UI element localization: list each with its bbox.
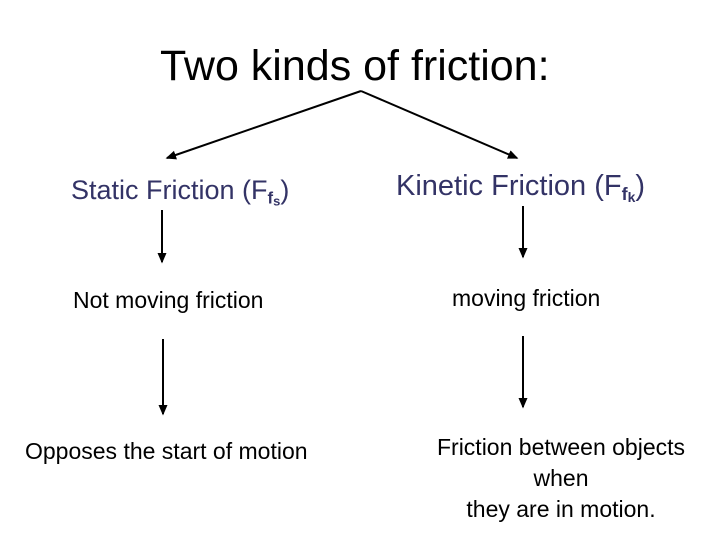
static-heading-close-paren: ) bbox=[280, 175, 290, 205]
kinetic-heading-close-paren: ) bbox=[635, 170, 645, 202]
branch-arrow-left bbox=[165, 90, 362, 160]
kinetic-bottom-line1: Friction between objects when bbox=[436, 434, 685, 491]
kinetic-friction-heading: Kinetic Friction (Ffk) bbox=[396, 172, 645, 205]
kinetic-bottom-line2: they are in motion. bbox=[466, 496, 656, 522]
static-heading-subscript-s: s bbox=[273, 193, 281, 209]
static-heading-text: Static Friction (F bbox=[71, 175, 268, 205]
kinetic-heading-subscript-k: k bbox=[627, 189, 636, 206]
static-bottom-label: Opposes the start of motion bbox=[25, 438, 308, 464]
kinetic-mid-label: moving friction bbox=[452, 285, 601, 311]
kinetic-heading-text: Kinetic Friction (F bbox=[396, 170, 622, 202]
kinetic-bottom-label: Friction between objects when they are i… bbox=[411, 432, 711, 525]
slide-title: Two kinds of friction: bbox=[160, 42, 550, 90]
kinetic-heading-subscript-f: f bbox=[621, 184, 628, 205]
static-mid-label: Not moving friction bbox=[73, 287, 264, 313]
branch-arrow-right bbox=[360, 90, 519, 159]
static-heading-subscript-f: f bbox=[267, 188, 274, 208]
static-friction-heading: Static Friction (Ffs) bbox=[71, 177, 289, 209]
